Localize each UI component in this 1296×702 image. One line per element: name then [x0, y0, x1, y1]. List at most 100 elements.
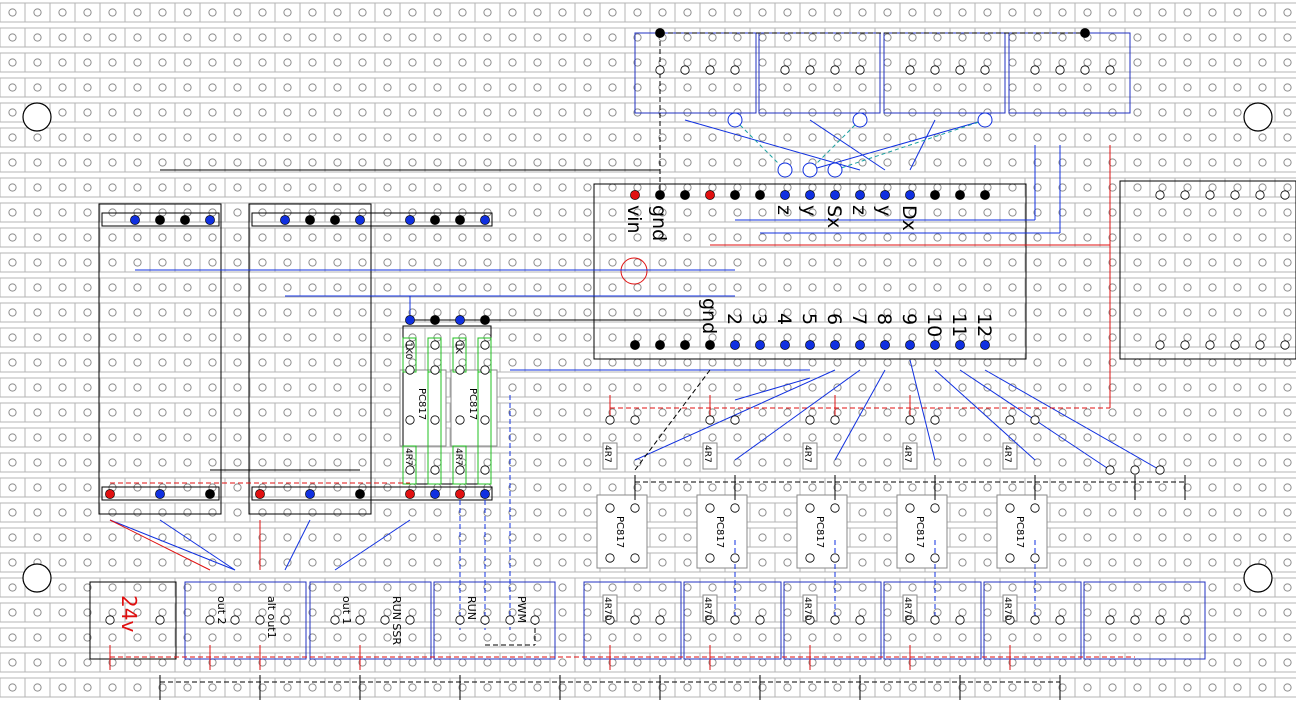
- header-pin: [655, 190, 665, 200]
- part-label: PC817: [814, 516, 825, 548]
- connector-pad: [480, 365, 490, 375]
- header-pin: [405, 215, 415, 225]
- connector-pad: [730, 503, 740, 513]
- header-pin: [705, 190, 715, 200]
- connector-pad: [1005, 503, 1015, 513]
- mounting-hole: [22, 102, 52, 132]
- connector-pad: [355, 615, 365, 625]
- part-label: PC817: [467, 388, 478, 420]
- resistors-green: [402, 337, 492, 485]
- connector-pad: [205, 615, 215, 625]
- arduino-pin-label: 9: [898, 313, 920, 325]
- connector-pad: [980, 65, 990, 75]
- header-pin: [430, 215, 440, 225]
- header-pin: [655, 340, 665, 350]
- connector-pad: [805, 503, 815, 513]
- header-pin: [480, 215, 490, 225]
- mounting-hole: [1243, 102, 1273, 132]
- connector-pad: [455, 465, 465, 475]
- connector-pad: [1005, 553, 1015, 563]
- label-run-ssr: RUN SSR: [390, 596, 403, 645]
- connector-pad: [1030, 553, 1040, 563]
- header-pin: [955, 340, 965, 350]
- arduino-pin-label: vin: [623, 205, 645, 234]
- header-pin: [655, 28, 665, 38]
- right-module: [1119, 180, 1296, 360]
- header-pin: [955, 190, 965, 200]
- terminal-24v: [89, 581, 177, 660]
- connector-pad: [830, 503, 840, 513]
- arduino-pin-label: y: [873, 205, 895, 216]
- header-pin: [755, 190, 765, 200]
- header-strip: [251, 486, 493, 501]
- connector-pad: [905, 553, 915, 563]
- header-pin: [1080, 28, 1090, 38]
- header-strip: [251, 212, 493, 227]
- connector-pad: [705, 615, 715, 625]
- connector-pad: [655, 65, 665, 75]
- header-pin: [630, 340, 640, 350]
- part-label: 4R7: [403, 448, 413, 466]
- header-pin: [155, 489, 165, 499]
- part-label: 4R7: [902, 445, 912, 463]
- connector-pad: [830, 415, 840, 425]
- connector-pad: [1005, 415, 1015, 425]
- connector-pad: [155, 615, 165, 625]
- connector-pad: [405, 615, 415, 625]
- header-pin: [205, 215, 215, 225]
- connector-pad: [405, 340, 415, 350]
- connector-pad: [630, 503, 640, 513]
- connector-pad: [455, 340, 465, 350]
- connector-pad: [480, 465, 490, 475]
- connector-pad: [380, 615, 390, 625]
- connector-pad: [1205, 190, 1215, 200]
- connector-pad: [630, 415, 640, 425]
- header-pin: [305, 489, 315, 499]
- connector-pad: [805, 65, 815, 75]
- connector-pad: [805, 553, 815, 563]
- connector-pad: [630, 615, 640, 625]
- connector-pad: [1180, 615, 1190, 625]
- label-alt-out1: alt out1: [265, 596, 278, 639]
- connector-pad: [730, 553, 740, 563]
- header-pin: [455, 215, 465, 225]
- header-pin: [355, 215, 365, 225]
- connector-pad: [830, 553, 840, 563]
- connector-pad: [1030, 503, 1040, 513]
- header-pin: [905, 340, 915, 350]
- connector-pad: [930, 503, 940, 513]
- connector-pad: [1055, 615, 1065, 625]
- label-out1: out 1: [340, 596, 353, 625]
- header-pin: [830, 340, 840, 350]
- connector-pad: [430, 415, 440, 425]
- connector-pad: [430, 365, 440, 375]
- connector-pad: [1280, 340, 1290, 350]
- connector-pad: [1155, 190, 1165, 200]
- connector-pad: [480, 615, 490, 625]
- connector-pad: [480, 340, 490, 350]
- connector-pad: [755, 615, 765, 625]
- header-pin: [705, 340, 715, 350]
- header-pin: [355, 489, 365, 499]
- connector-pad: [830, 615, 840, 625]
- connector-pad: [1155, 615, 1165, 625]
- connector-pad: [1155, 465, 1165, 475]
- connector-pad: [430, 465, 440, 475]
- connector-pad: [1030, 65, 1040, 75]
- connector-pad: [905, 415, 915, 425]
- connector-pad: [405, 465, 415, 475]
- part-label: 4R7: [602, 445, 612, 463]
- part-label: PC817: [416, 388, 427, 420]
- signal-wires: [109, 119, 1161, 571]
- header-pin: [155, 215, 165, 225]
- connector-pad: [930, 615, 940, 625]
- label-pwm: PWM: [515, 596, 528, 623]
- part-label: 4R7: [1002, 445, 1012, 463]
- connector-pad: [805, 415, 815, 425]
- connector-pad: [955, 615, 965, 625]
- connector-pad: [1105, 465, 1115, 475]
- header-pin: [630, 190, 640, 200]
- header-pin: [880, 340, 890, 350]
- header-pin: [980, 340, 990, 350]
